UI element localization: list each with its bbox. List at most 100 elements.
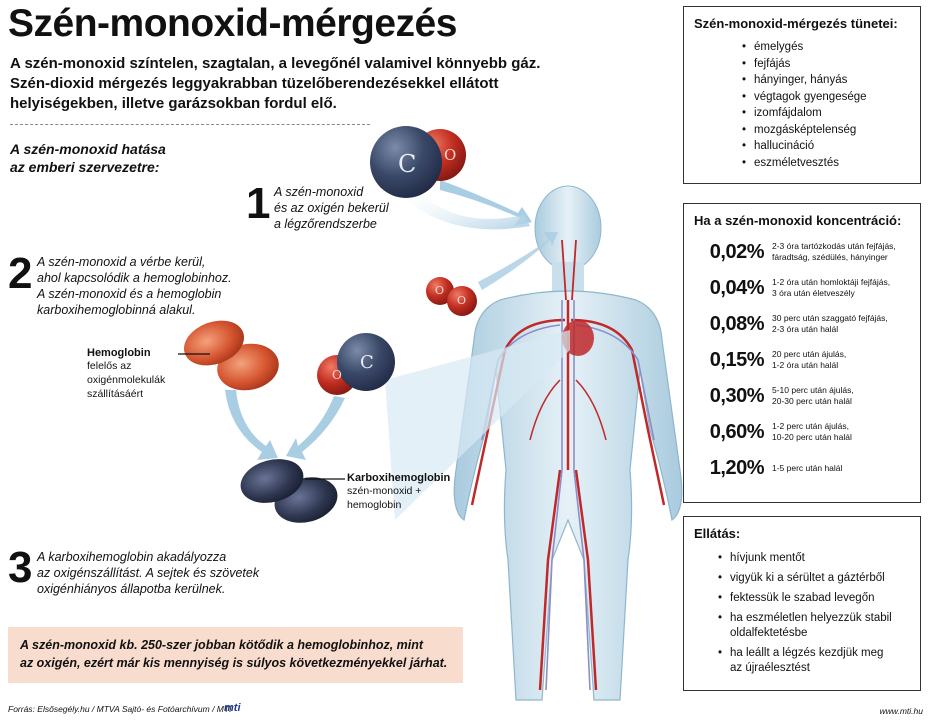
step-text-line: a légzőrendszerbe [274,217,377,231]
step-text-line: A szén-monoxid és a hemoglobin [37,287,222,301]
effect-line: 3 óra után életveszély [772,288,855,298]
carboxy-title: Karboxihemoglobin [347,472,451,484]
step-text-line: ahol kapcsolódik a hemoglobinhoz. [37,271,232,285]
oxygen-letter: O [332,368,342,382]
symptom-item: izomfájdalom [742,105,910,122]
effect-line: 2-3 óra után halál [772,324,839,334]
carboxyhemoglobin-cell [240,459,304,503]
symptom-item: hányinger, hányás [742,72,910,89]
effect-line: 5-10 perc után ájulás, [772,385,854,395]
step-text-line: A szén-monoxid a vérbe kerül, [37,255,206,269]
concentration-row: 0,04% 1-2 óra után homloktáji fejfájás,3… [694,270,910,306]
effect-line: 20-30 perc után halál [772,396,852,406]
concentration-effect: 1-5 perc után halál [772,463,902,474]
concentration-value: 0,08% [709,312,765,335]
highlight-line: az oxigén, ezért már kis mennyiség is sú… [20,656,448,670]
hemoglobin-desc: oxigénmolekulák [87,374,166,386]
step-text-line: A szén-monoxid [274,185,364,199]
effect-line: 1-5 perc után halál [772,462,843,473]
step-3-number: 3 [8,543,33,592]
concentration-heading: Ha a szén-monoxid koncentráció: [694,213,902,228]
oxygen-atom [426,277,454,305]
care-line: oldalfektetésbe [730,627,808,639]
concentration-effect: 2-3 óra tartózkodás után fejfájás,fáradt… [772,241,902,263]
concentration-value: 1,20% [709,456,765,479]
intro-text: A szén-monoxid színtelen, szagtalan, a l… [10,54,570,114]
concentration-effect: 1-2 óra után homloktáji fejfájás,3 óra u… [772,277,902,299]
arrow-to-lungs [440,180,532,226]
carbon-atom [370,126,442,198]
care-line: ha eszméletlen helyezzük stabil [730,612,892,624]
care-item: vigyük ki a sérültet a gáztérből [718,571,910,586]
symptom-item: fejfájás [742,56,910,73]
hemoglobin-desc: felelős az [87,360,132,372]
hemoglobin-label: Hemoglobin felelős az oxigénmolekulák sz… [87,347,165,401]
effect-line: fáradtság, szédülés, hányinger [772,252,888,262]
concentration-row: 0,02% 2-3 óra tartózkodás után fejfájás,… [694,234,910,270]
arrow-co [286,396,345,460]
carbon-atom [337,333,395,391]
effect-line: 1-2 óra után homloktáji fejfájás, [772,277,891,287]
page-title: Szén-monoxid-mérgezés [8,2,457,45]
carboxy-desc: szén-monoxid + [347,485,422,497]
highlight-note: A szén-monoxid kb. 250-szer jobban kötőd… [8,627,463,683]
concentration-box: Ha a szén-monoxid koncentráció: 0,02% 2-… [683,203,921,503]
concentration-effect: 30 perc után szaggató fejfájás,2-3 óra u… [772,313,902,335]
effects-heading-line: az emberi szervezetre: [10,159,160,175]
carbon-letter: C [398,150,417,178]
effect-line: 10-20 perc után halál [772,432,852,442]
concentration-value: 0,60% [709,420,765,443]
care-line: fektessük le szabad levegőn [730,592,875,604]
concentration-value: 0,04% [709,276,765,299]
effect-line: 30 perc után szaggató fejfájás, [772,313,888,323]
mti-logo: mti [224,702,241,714]
step-text-line: oxigénhiányos állapotba kerülnek. [37,582,226,596]
step-1-number: 1 [246,179,271,228]
hemoglobin-title: Hemoglobin [87,347,151,359]
carboxyhemoglobin-label: Karboxihemoglobin szén-monoxid + hemoglo… [347,472,450,512]
step-text-line: karboxihemoglobinná alakul. [37,303,196,317]
concentration-value: 0,30% [709,384,765,407]
divider [10,124,370,125]
source-credit: Forrás: Elsősegély.hu / MTVA Sajtó- és F… [8,704,232,714]
carboxy-desc: hemoglobin [347,499,402,511]
care-item: fektessük le szabad levegőn [718,591,910,606]
concentration-value: 0,02% [709,240,765,263]
effect-line: 2-3 óra tartózkodás után fejfájás, [772,241,896,251]
care-line: hívjunk mentőt [730,552,805,564]
effect-line: 1-2 perc után ájulás, [772,421,850,431]
care-item: ha eszméletlen helyezzük stabil oldalfekt… [718,611,910,641]
step-2-text: A szén-monoxid a vérbe kerül, ahol kapcs… [37,254,232,318]
concentration-value: 0,15% [709,348,765,371]
care-list: hívjunk mentőt vigyük ki a sérültet a gá… [718,551,910,676]
effect-line: 1-2 óra után halál [772,360,839,370]
symptoms-heading: Szén-monoxid-mérgezés tünetei: [694,16,898,31]
symptom-item: eszméletvesztés [742,155,910,172]
symptom-item: émelygés [742,39,910,56]
care-item: ha leállt a légzés kezdjük meg az újraéle… [718,646,910,676]
arrow-o2 [478,232,558,290]
oxygen-letter: O [435,284,445,297]
intro-line: A szén-monoxid színtelen, szagtalan, a l… [10,55,541,72]
step-text-line: és az oxigén bekerül [274,201,389,215]
step-3-text: A karboxihemoglobin akadályozza az oxigé… [37,549,259,597]
source-url[interactable]: www.mti.hu [879,706,923,716]
intro-line: helyiségekben, illetve garázsokban fordu… [10,95,337,112]
concentration-row: 0,15% 20 perc után ájulás,1-2 óra után h… [694,342,910,378]
intro-line: Szén-dioxid mérgezés leggyakrabban tüzel… [10,75,499,92]
oxygen-letter: O [457,294,467,307]
concentration-effect: 20 perc után ájulás,1-2 óra után halál [772,349,902,371]
step-1-text: A szén-monoxid és az oxigén bekerül a lé… [274,184,389,232]
care-line: vigyük ki a sérültet a gáztérből [730,572,885,584]
zoom-beam [385,330,570,520]
step-2-number: 2 [8,249,33,298]
symptom-item: végtagok gyengesége [742,89,910,106]
arrow-swoosh [400,188,530,230]
care-line: az újraélesztést [730,662,810,674]
symptom-item: mozgásképtelenség [742,122,910,139]
highlight-line: A szén-monoxid kb. 250-szer jobban kötőd… [20,638,424,652]
care-line: ha leállt a légzés kezdjük meg [730,647,884,659]
care-box: Ellátás: hívjunk mentőt vigyük ki a sérü… [683,516,921,691]
concentration-row: 0,60% 1-2 perc után ájulás,10-20 perc ut… [694,414,910,450]
